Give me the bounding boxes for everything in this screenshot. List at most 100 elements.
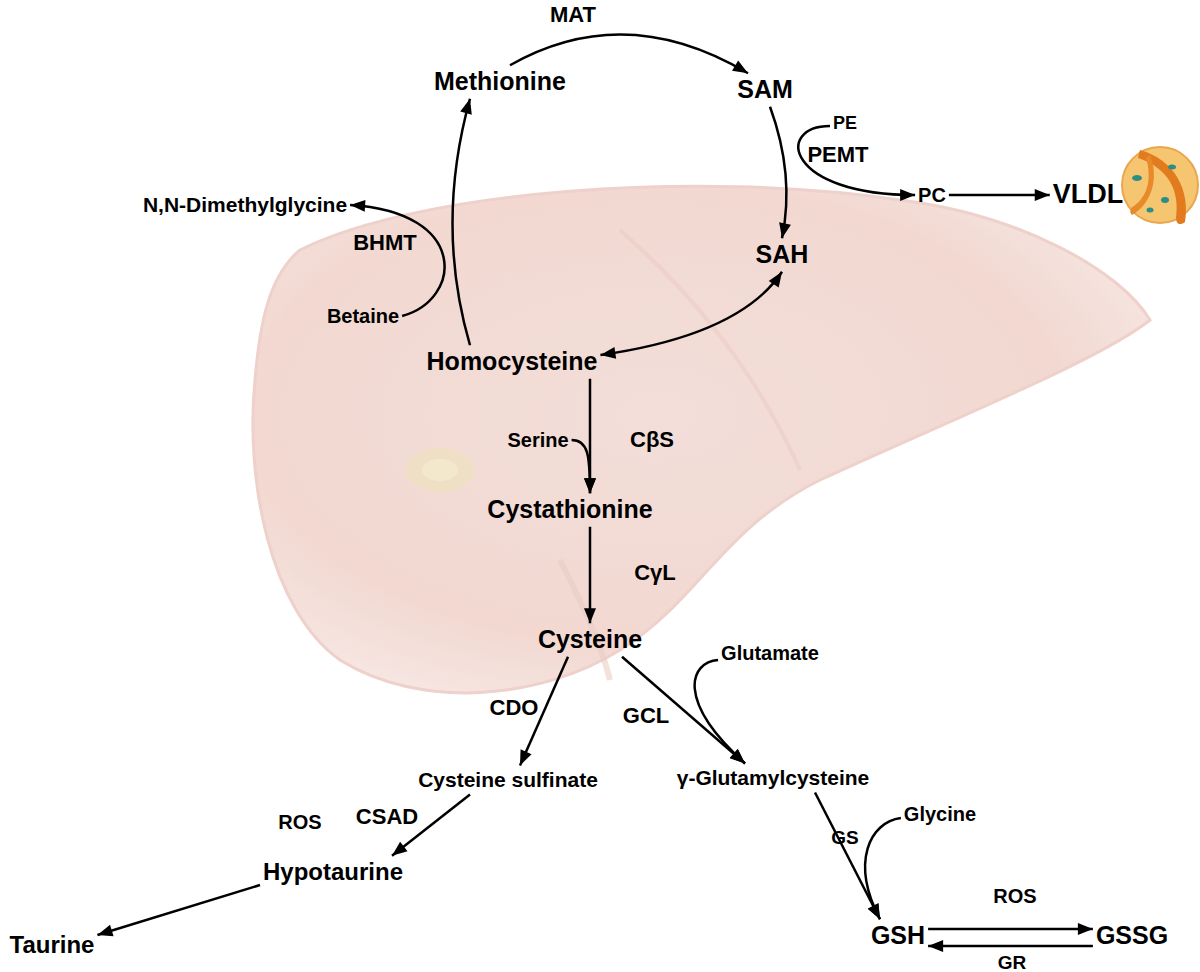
metabolite-name: PE: [833, 114, 857, 134]
arrow-head: [1078, 923, 1093, 935]
metabolite-node: Betaine: [327, 305, 399, 327]
arrow-head: [1035, 189, 1050, 201]
liver-illustration: [253, 186, 1150, 693]
metabolite-name: Glutamate: [721, 642, 819, 664]
metabolite-name: VLDL: [1053, 180, 1124, 210]
enzyme-label: GS: [831, 828, 858, 849]
metabolite-name: Betaine: [327, 305, 399, 327]
reaction-arrow: [97, 885, 260, 936]
arrow-head: [900, 189, 915, 201]
metabolite-name: GSSG: [1096, 922, 1168, 950]
arrow-head: [868, 903, 880, 919]
metabolite-node: GSSG: [1096, 922, 1168, 950]
metabolite-name: Taurine: [10, 932, 95, 958]
enzyme-label: ROS: [278, 811, 321, 833]
reaction-arrow: [584, 527, 596, 624]
reaction-arrow: [350, 200, 444, 316]
metabolite-node: PE: [833, 114, 857, 134]
metabolite-name: Serine: [507, 429, 568, 451]
arrow-line: [865, 818, 901, 919]
enzyme-label: CDO: [490, 696, 539, 720]
reaction-arrow: [453, 99, 472, 346]
metabolite-name: Glycine: [904, 803, 976, 825]
metabolite-node: SAH: [756, 241, 809, 269]
metabolite-name: N,N-Dimethylglycine: [143, 193, 347, 216]
arrow-line: [770, 107, 786, 239]
metabolite-node: Cystathionine: [487, 496, 652, 524]
metabolite-name: Cysteine: [538, 626, 642, 654]
arrow-head: [97, 925, 113, 936]
enzyme-label: BHMT: [353, 231, 417, 255]
arrow-line: [928, 928, 1093, 931]
enzyme-label: CβS: [630, 428, 674, 452]
metabolite-node: Glutamate: [721, 642, 819, 664]
metabolite-node: Serine: [507, 429, 568, 451]
metabolite-node: N,N-Dimethylglycine: [143, 193, 347, 216]
metabolite-name: Hypotaurine: [263, 859, 403, 885]
arrow-line: [453, 99, 471, 346]
enzyme-label: CγL: [634, 561, 676, 585]
arrow-head: [584, 608, 596, 623]
arrow-head: [769, 272, 782, 288]
metabolite-node: Cysteine sulfinate: [418, 768, 598, 791]
arrow-line: [928, 945, 1093, 948]
metabolite-name: Methionine: [434, 68, 566, 96]
arrow-head: [584, 478, 596, 493]
metabolite-name: Cystathionine: [487, 496, 652, 524]
metabolite-name: SAH: [756, 241, 809, 269]
metabolite-node: γ-Glutamylcysteine: [677, 766, 870, 789]
arrow-head: [520, 749, 532, 765]
metabolite-node: GSH: [871, 922, 925, 950]
arrow-line: [600, 272, 782, 355]
metabolite-node: Methionine: [434, 68, 566, 96]
reaction-arrow: [770, 107, 791, 239]
metabolite-name: Cysteine sulfinate: [418, 768, 598, 791]
reaction-arrow: [928, 940, 1093, 952]
arrow-line: [798, 126, 915, 195]
arrow-head: [584, 478, 596, 493]
enzyme-label: CSAD: [356, 805, 418, 829]
arrow-line: [97, 885, 260, 935]
arrow-head: [928, 940, 943, 952]
metabolite-name: SAM: [737, 76, 793, 104]
metabolite-node: Taurine: [10, 932, 95, 958]
reaction-arrow: [865, 818, 901, 919]
arrow-head: [868, 903, 880, 919]
reaction-arrow: [928, 923, 1093, 935]
metabolite-name: PC: [918, 184, 946, 206]
metabolite-name: GSH: [871, 922, 925, 950]
metabolite-node: VLDL: [1053, 180, 1124, 210]
metabolite-node: Homocysteine: [427, 348, 598, 376]
arrow-head: [460, 99, 472, 115]
arrow-head: [730, 749, 745, 764]
arrow-line: [350, 205, 444, 316]
enzyme-label: GCL: [623, 704, 669, 728]
arrow-head: [600, 347, 616, 359]
arrow-head: [350, 200, 365, 212]
metabolite-name: γ-Glutamylcysteine: [677, 766, 870, 789]
metabolite-node: Glycine: [904, 803, 976, 825]
arrow-line: [622, 657, 745, 764]
reaction-arrow: [798, 126, 915, 201]
reaction-arrow: [600, 272, 782, 359]
reaction-arrow: [622, 657, 745, 764]
enzyme-label: MAT: [550, 3, 596, 27]
metabolite-node: Cysteine: [538, 626, 642, 654]
reaction-arrow: [572, 440, 596, 493]
arrow-head: [732, 60, 748, 73]
enzyme-label: GR: [998, 953, 1027, 972]
metabolite-node: PC: [918, 184, 946, 206]
metabolite-node: SAM: [737, 76, 793, 104]
arrow-head: [779, 222, 791, 238]
arrow-head: [392, 842, 408, 856]
reaction-arrow: [695, 660, 745, 763]
enzyme-label: PEMT: [807, 143, 868, 167]
reaction-arrow: [949, 189, 1050, 201]
metabolite-node: Hypotaurine: [263, 859, 403, 885]
metabolite-name: Homocysteine: [427, 348, 598, 376]
arrow-line: [695, 660, 745, 763]
enzyme-label: ROS: [993, 885, 1036, 907]
